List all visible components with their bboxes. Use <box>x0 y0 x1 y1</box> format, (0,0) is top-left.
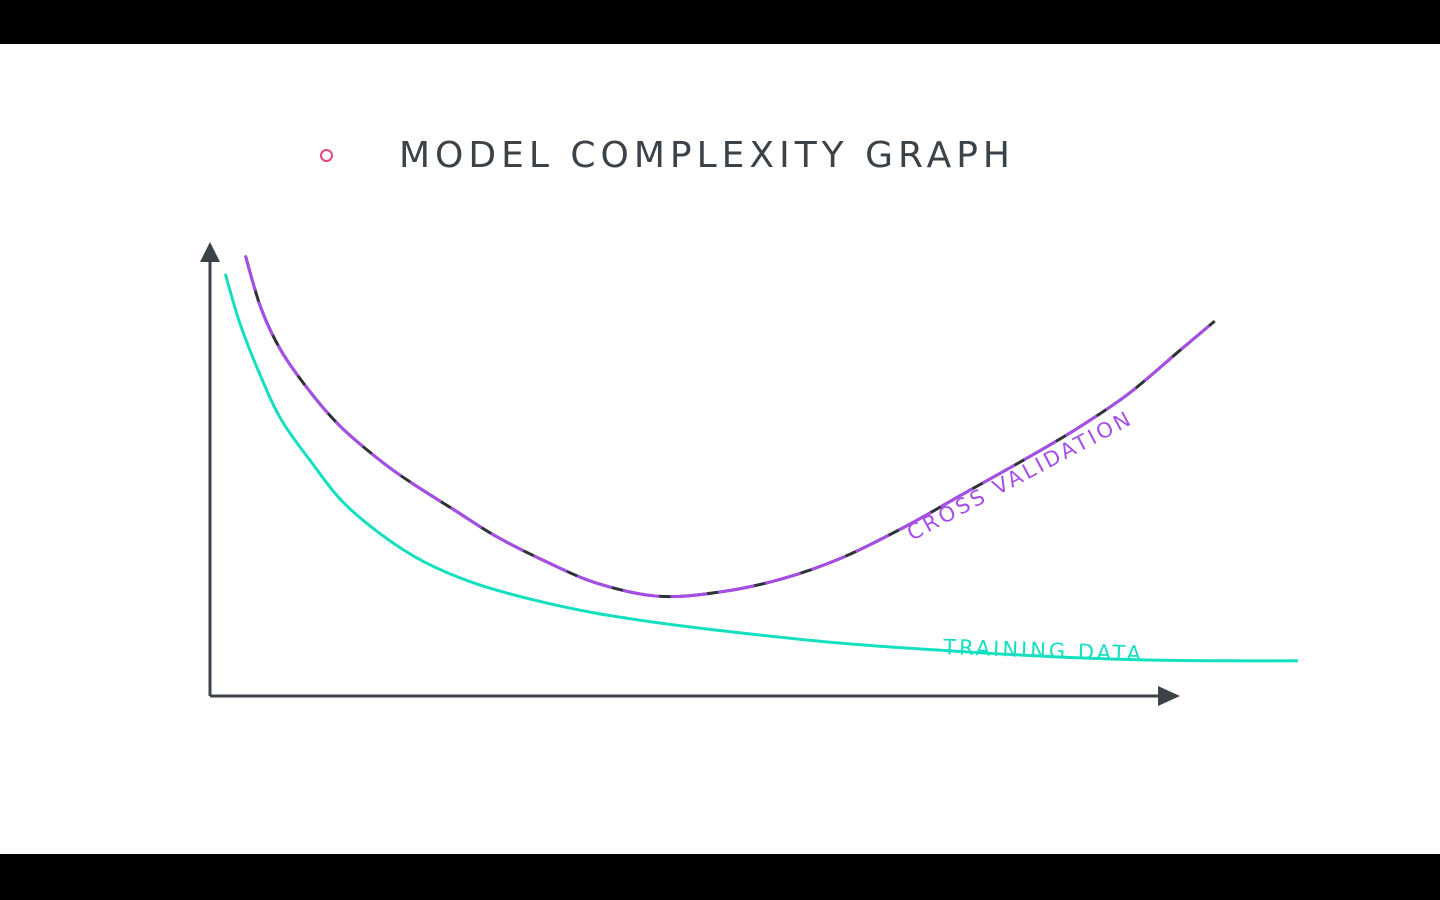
y-axis-arrow-icon <box>200 242 220 262</box>
bullet-circle-icon <box>320 148 333 162</box>
series-training-data-line <box>223 273 1299 663</box>
series-cross-validation-underlay <box>244 256 1216 599</box>
title-row: MODEL COMPLEXITY GRAPH <box>320 130 1015 180</box>
x-axis-arrow-icon <box>1158 686 1180 706</box>
label-training-data: TRAINING DATA <box>942 635 1145 666</box>
series-cross-validation-line <box>244 255 1217 599</box>
slide-title: MODEL COMPLEXITY GRAPH <box>399 134 1015 176</box>
chart-axes <box>200 242 1180 706</box>
letterbox-top <box>0 0 1440 44</box>
letterbox-bottom <box>0 854 1440 900</box>
label-cross-validation: CROSS VALIDATION <box>903 406 1137 546</box>
chart-labels: CROSS VALIDATION TRAINING DATA <box>903 406 1144 666</box>
chart-series <box>223 255 1299 663</box>
slide <box>0 44 1440 854</box>
